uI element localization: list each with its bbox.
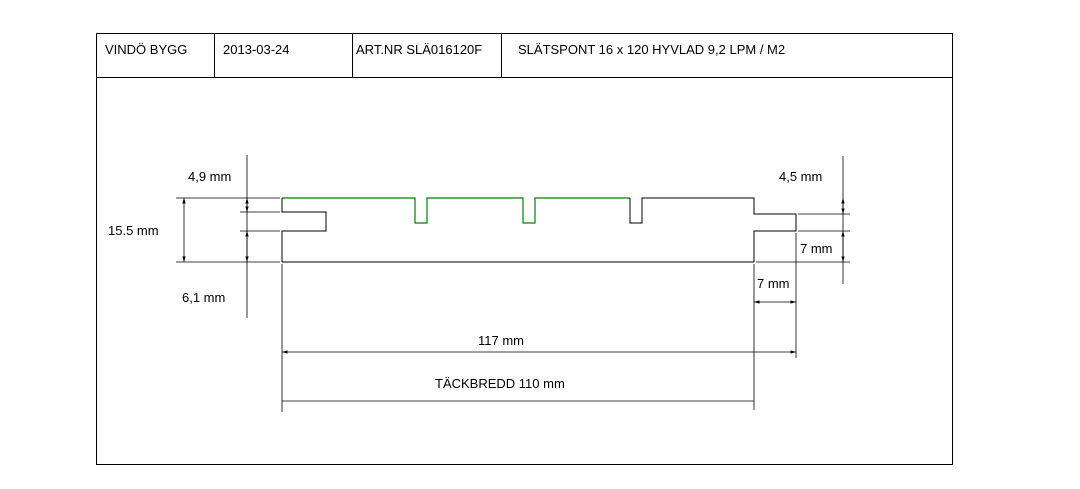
dim-total-thickness	[176, 197, 280, 263]
board-top-face	[282, 197, 630, 224]
label-tongue-thickness: 7 mm	[800, 241, 833, 256]
label-total-width: 117 mm	[478, 333, 524, 348]
label-total-thickness: 15.5 mm	[108, 223, 159, 238]
drawing-frame: VINDÖ BYGG 2013-03-24 ART.NR SLÄ016120F …	[96, 33, 953, 465]
label-tongue-length: 7 mm	[757, 276, 790, 291]
title-block: VINDÖ BYGG 2013-03-24 ART.NR SLÄ016120F …	[97, 34, 952, 78]
dim-total-width	[281, 264, 796, 412]
company-name: VINDÖ BYGG	[97, 34, 215, 77]
dim-left-stack	[240, 155, 280, 318]
label-top-groove: 4,9 mm	[188, 169, 231, 184]
label-cover-width: TÄCKBREDD 110 mm	[435, 376, 565, 391]
label-bottom-lip: 6,1 mm	[182, 290, 225, 305]
dim-right-stack	[756, 156, 850, 284]
drawing-date: 2013-03-24	[215, 34, 353, 77]
article-number: ART.NR SLÄ016120F	[353, 34, 502, 77]
label-top-lip-right: 4,5 mm	[779, 169, 822, 184]
board-profile	[281, 197, 797, 263]
product-description: SLÄTSPONT 16 x 120 HYVLAD 9,2 LPM / M2	[518, 42, 786, 57]
dim-tongue-length	[753, 233, 797, 410]
